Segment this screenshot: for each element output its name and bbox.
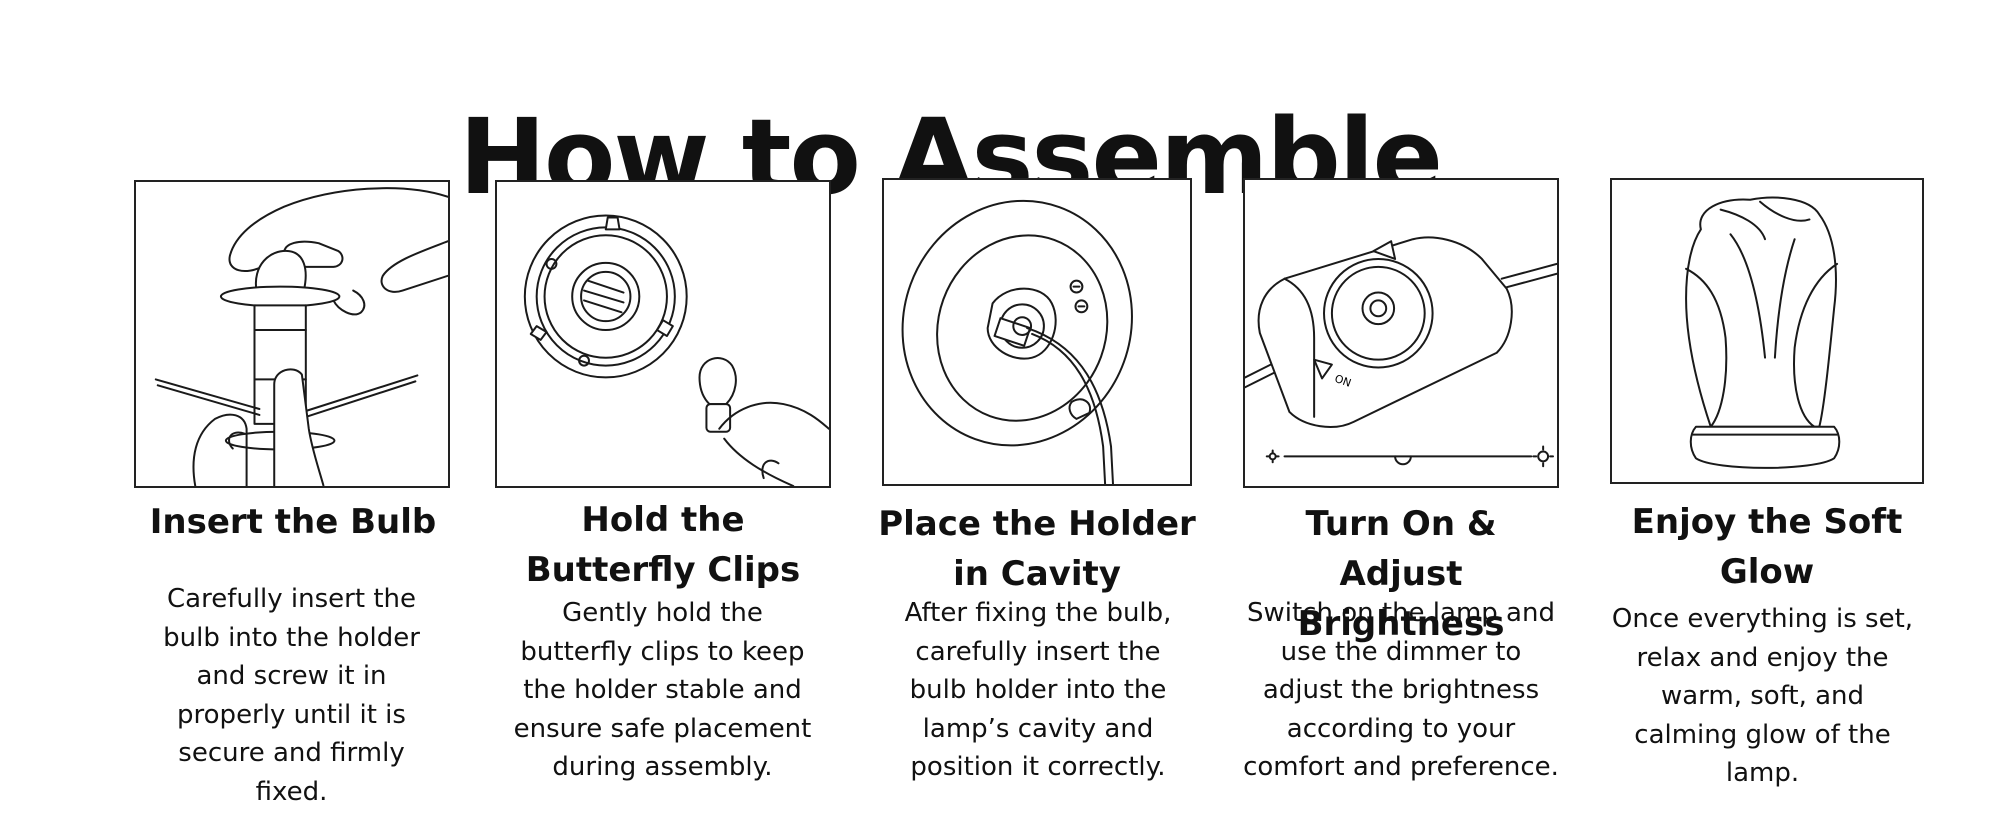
dimmer-switch-illustration: ON bbox=[1243, 178, 1559, 488]
butterfly-clip-holder-illustration bbox=[495, 180, 831, 488]
hand-inserting-bulb-illustration bbox=[134, 180, 450, 488]
step-1-title: Insert the Bulb bbox=[149, 502, 437, 542]
dimmer-on-label: ON bbox=[1333, 372, 1353, 390]
step-2-description: Gently hold the butterfly clips to keep … bbox=[513, 598, 812, 782]
step-4-description: Switch on the lamp and use the dimmer to… bbox=[1243, 598, 1559, 782]
step-5-title: Enjoy the Soft Glow bbox=[1631, 502, 1903, 592]
step-2-title: Hold the Butterfly Clips bbox=[525, 500, 801, 590]
rose-lamp-illustration bbox=[1610, 178, 1924, 484]
step-3-description: After fixing the bulb, carefully insert … bbox=[904, 598, 1172, 782]
step-3-title: Place the Holder in Cavity bbox=[878, 504, 1196, 594]
step-4-title: Turn On & Adjust Brightness bbox=[1297, 504, 1505, 644]
step-5-description: Once everything is set, relax and enjoy … bbox=[1611, 604, 1914, 788]
step-1-description: Carefully insert the bulb into the holde… bbox=[163, 584, 420, 807]
holder-in-cavity-illustration bbox=[882, 178, 1192, 486]
